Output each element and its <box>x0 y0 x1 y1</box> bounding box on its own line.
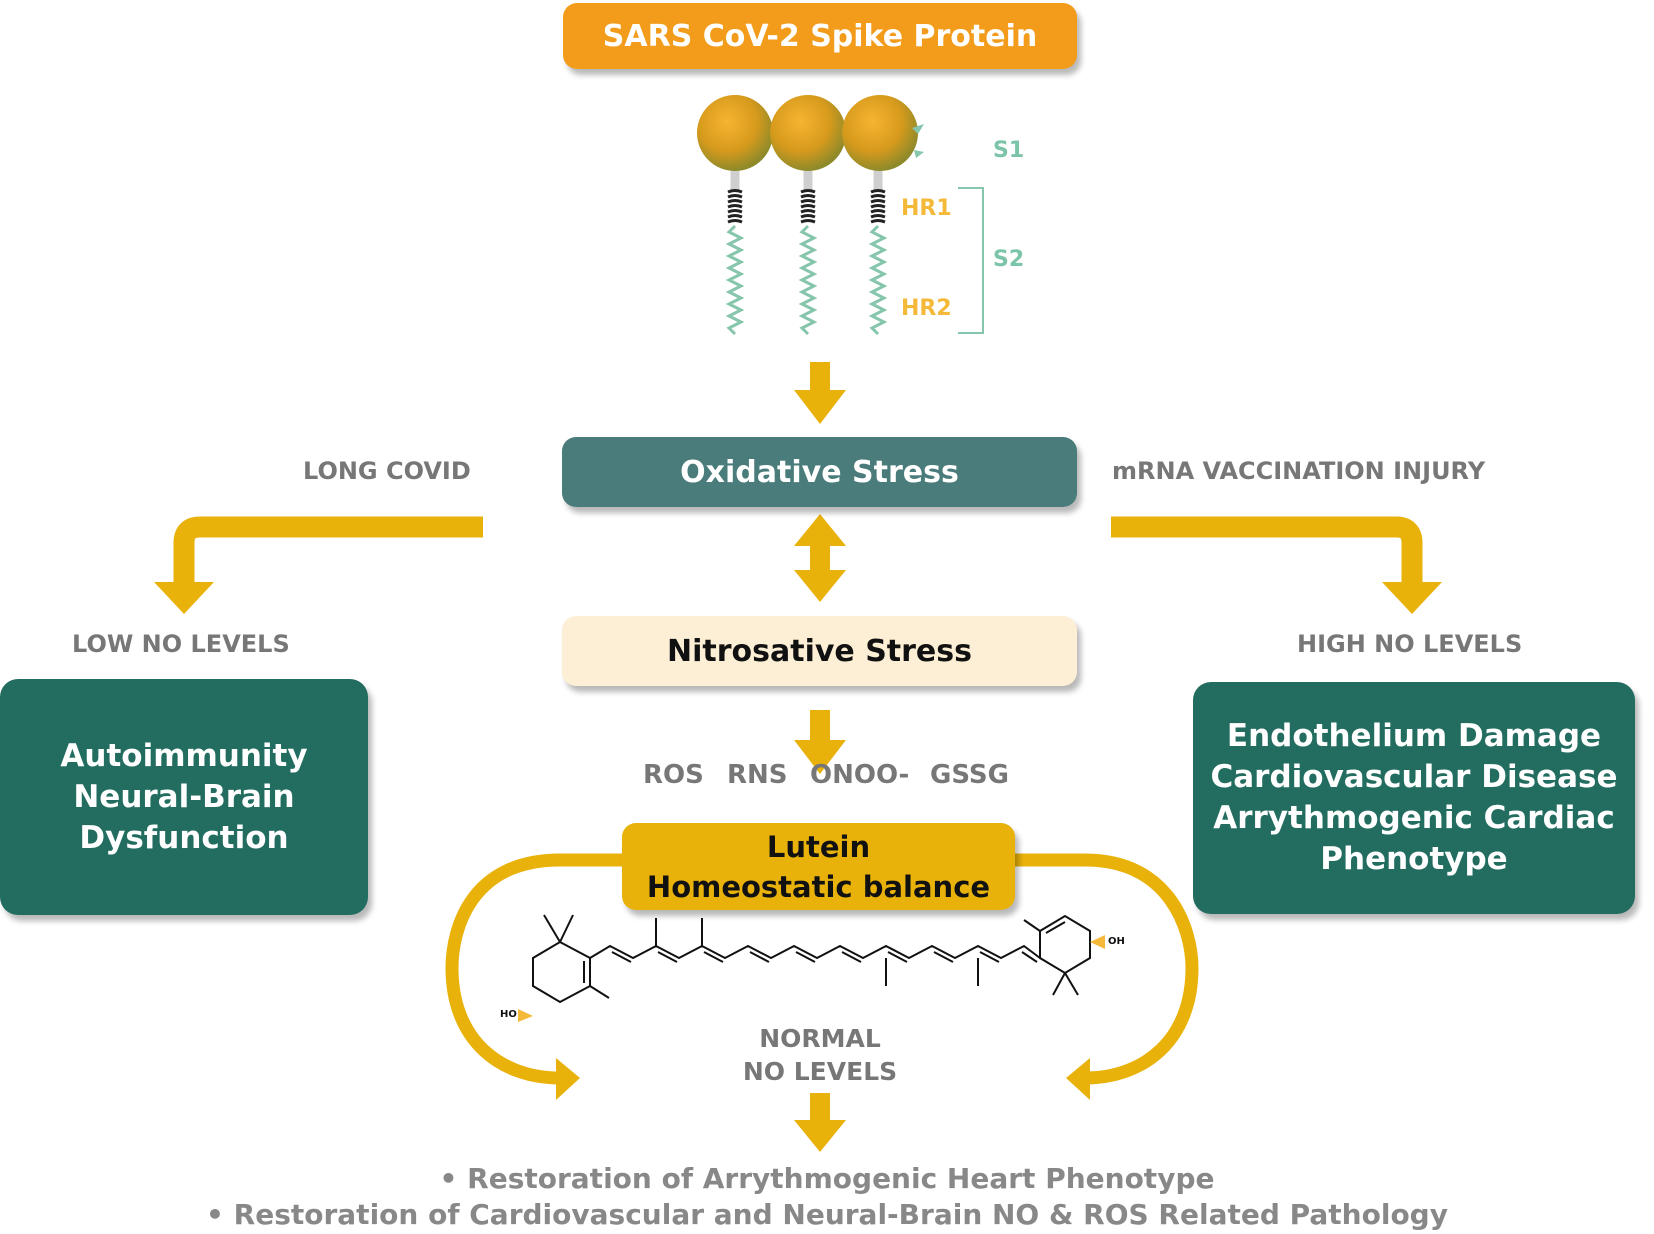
right-outcome-line: Cardiovascular Disease <box>1210 759 1618 795</box>
left-outcome-line: Autoimmunity <box>60 737 308 774</box>
left-hydroxyl-wedge-icon <box>518 1009 533 1022</box>
arrow-lutein-right-loop <box>1012 853 1199 1100</box>
species-ros: ROS <box>643 760 704 790</box>
normal-no-levels-label: NORMAL NO LEVELS <box>720 1022 920 1088</box>
hr2-waves <box>725 224 888 336</box>
high-no-levels-label: HIGH NO LEVELS <box>1297 630 1523 658</box>
lutein-box: Lutein Homeostatic balance <box>622 823 1015 910</box>
nitrosative-stress-box: Nitrosative Stress <box>562 616 1077 686</box>
lutein-molecule-icon <box>532 914 1091 1004</box>
arrow-spike-to-oxidative <box>794 362 846 424</box>
title-text: SARS CoV-2 Spike Protein <box>602 18 1038 54</box>
outcome-item: • Restoration of Arrythmogenic Heart Phe… <box>439 1162 1215 1195</box>
right-outcome-box: Endothelium Damage Cardiovascular Diseas… <box>1193 682 1635 914</box>
s2-bracket <box>958 187 984 334</box>
lutein-line: Lutein <box>766 829 871 864</box>
right-hydroxyl-label: OH <box>1108 936 1125 947</box>
no-levels-line: NO LEVELS <box>742 1057 898 1086</box>
right-hydroxyl-wedge-icon <box>1090 935 1105 949</box>
spike-heads <box>697 95 924 171</box>
arrow-nitrosative-to-species <box>794 710 846 774</box>
long-covid-label: LONG COVID <box>303 457 471 485</box>
arrow-to-outcomes <box>794 1093 846 1152</box>
left-outcome-line: Neural-Brain <box>73 778 295 815</box>
arrow-mrna-branch <box>1111 516 1442 614</box>
species-gssg: GSSG <box>930 760 1009 790</box>
species-onoo: ONOO- <box>810 760 910 790</box>
hr2-label: HR2 <box>901 296 952 321</box>
spike-protein-icon <box>697 95 984 336</box>
right-outcome-line: Phenotype <box>1320 841 1508 877</box>
low-no-levels-label: LOW NO LEVELS <box>72 630 290 658</box>
hr1-coils <box>727 189 886 224</box>
mrna-vaccination-injury-label: mRNA VACCINATION INJURY <box>1112 457 1486 485</box>
hr1-label: HR1 <box>901 196 952 221</box>
arrow-lutein-left-loop <box>445 853 625 1100</box>
normal-line: NORMAL <box>759 1024 881 1053</box>
left-outcome-line: Dysfunction <box>79 819 289 856</box>
species-rns: RNS <box>727 760 788 790</box>
lutein-line: Homeostatic balance <box>646 869 991 904</box>
s2-label: S2 <box>993 247 1025 272</box>
arrow-long-covid-branch <box>154 516 483 614</box>
oxidative-stress-label: Oxidative Stress <box>680 454 959 490</box>
spike-protein-title: SARS CoV-2 Spike Protein <box>563 3 1077 69</box>
nitrosative-stress-label: Nitrosative Stress <box>666 633 972 669</box>
right-outcome-line: Endothelium Damage <box>1226 718 1602 754</box>
right-outcome-line: Arrythmogenic Cardiac <box>1213 800 1615 836</box>
oxidative-stress-box: Oxidative Stress <box>562 437 1077 507</box>
outcome-item: • Restoration of Cardiovascular and Neur… <box>206 1198 1448 1231</box>
s1-label: S1 <box>993 138 1025 163</box>
left-hydroxyl-label: HO <box>500 1009 517 1020</box>
arrow-oxidative-nitrosative-bidirectional <box>794 514 846 602</box>
left-outcome-box: Autoimmunity Neural-Brain Dysfunction <box>0 679 368 915</box>
